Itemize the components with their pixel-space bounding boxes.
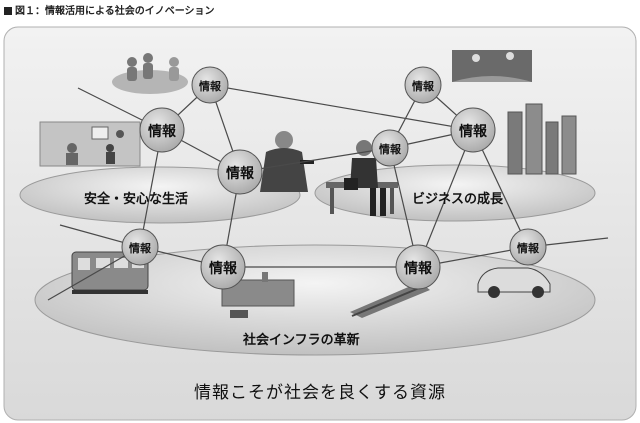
diagram-frame (3, 26, 637, 421)
figure-caption-text: 図１：情報活用による社会のイノベーション (15, 6, 215, 17)
info-node-1: 情報 (191, 66, 229, 104)
illustration-family (112, 53, 188, 94)
caption-square-icon (4, 7, 12, 15)
info-node-4-label: 情報 (412, 79, 435, 93)
illustration-farm (452, 50, 532, 82)
illustration-car (477, 267, 551, 298)
domain-label-safe-life: 安全・安心な生活 (84, 192, 189, 207)
info-node-4: 情報 (404, 66, 442, 104)
illustration-room (39, 121, 141, 167)
figure-caption: 図１：情報活用による社会のイノベーション (4, 2, 215, 17)
info-node-10-label: 情報 (517, 241, 540, 255)
info-node-8-label: 情報 (209, 260, 238, 277)
info-node-6-label: 情報 (459, 123, 488, 140)
illustration-man-phone (260, 131, 314, 192)
info-node-7: 情報 (121, 228, 159, 266)
illustration-railway (350, 282, 430, 318)
info-node-5-label: 情報 (379, 142, 402, 156)
info-node-9-label: 情報 (404, 260, 433, 277)
info-node-6: 情報 (450, 107, 496, 153)
illustration-buildings (507, 103, 577, 175)
info-node-10: 情報 (509, 228, 547, 266)
illustration-bench-man (326, 140, 398, 216)
ellipse-bottom (34, 244, 596, 356)
info-node-5: 情報 (371, 129, 409, 167)
info-node-9: 情報 (395, 244, 441, 290)
info-node-3: 情報 (217, 149, 263, 195)
tagline: 情報こそが社会を良くする資源 (194, 383, 446, 403)
domain-label-business-growth: ビジネスの成長 (412, 192, 504, 207)
info-node-7-label: 情報 (129, 241, 152, 255)
info-node-2: 情報 (139, 107, 185, 153)
info-node-2-label: 情報 (148, 123, 177, 140)
domain-label-infrastructure: 社会インフラの革新 (243, 333, 360, 348)
info-node-3-label: 情報 (226, 165, 255, 182)
info-node-8: 情報 (200, 244, 246, 290)
info-node-1-label: 情報 (199, 79, 222, 93)
